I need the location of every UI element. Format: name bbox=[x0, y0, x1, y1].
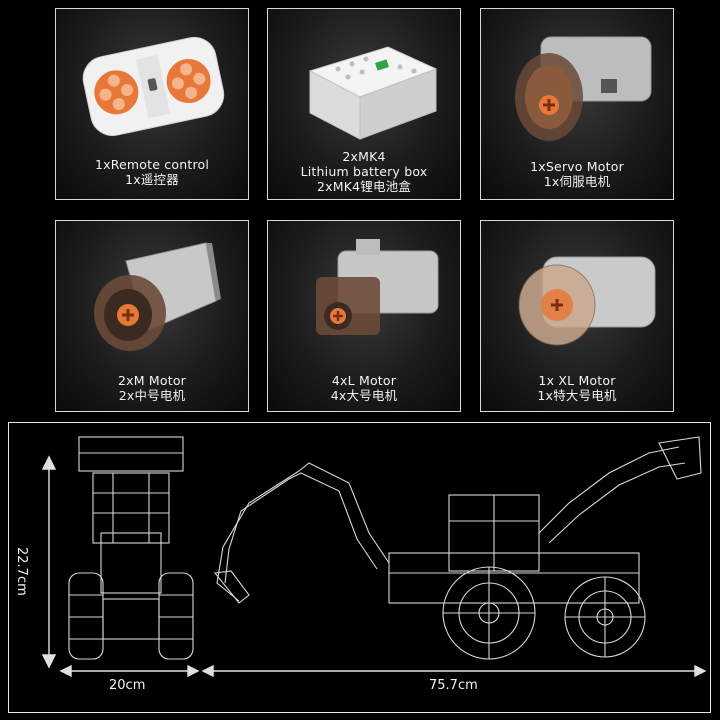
product-qty: 2xMK4 bbox=[342, 149, 386, 164]
product-name: Lithium battery box bbox=[300, 164, 428, 179]
product-card-l-motor: 4xL Motor 4x大号电机 bbox=[267, 220, 461, 412]
servo-motor-icon bbox=[515, 36, 652, 141]
product-card-remote: 1xRemote control 1x遥控器 bbox=[55, 8, 249, 200]
product-name: 1x XL Motor bbox=[538, 373, 616, 388]
product-name-cn: 1x特大号电机 bbox=[537, 388, 617, 403]
length-dimension-label: 75.7cm bbox=[429, 678, 478, 693]
product-name: 1xRemote control bbox=[94, 157, 210, 172]
front-view-drawing bbox=[68, 436, 194, 660]
height-dimension-label: 22.7cm bbox=[14, 547, 29, 596]
xl-motor-icon bbox=[518, 256, 656, 346]
remote-control-icon bbox=[82, 36, 225, 137]
product-name-cn: 1x伺服电机 bbox=[543, 174, 611, 189]
product-name: 2xM Motor bbox=[117, 373, 187, 388]
backhoe-loader-blueprint bbox=[41, 436, 707, 678]
front-width-dimension-label: 20cm bbox=[109, 678, 146, 693]
product-name-cn: 4x大号电机 bbox=[330, 388, 398, 403]
product-name-cn: 2x中号电机 bbox=[118, 388, 186, 403]
l-motor-icon bbox=[316, 239, 439, 335]
product-card-battery: 2xMK4 Lithium battery box 2xMK4锂电池盒 bbox=[267, 8, 461, 200]
side-view-drawing bbox=[213, 436, 702, 660]
m-motor-icon bbox=[94, 242, 221, 351]
product-name-cn: 1x遥控器 bbox=[125, 172, 179, 187]
product-card-servo: 1xServo Motor 1x伺服电机 bbox=[480, 8, 674, 200]
product-name: 4xL Motor bbox=[331, 373, 397, 388]
product-name-cn: 2xMK4锂电池盒 bbox=[316, 179, 412, 194]
product-name: 1xServo Motor bbox=[530, 159, 624, 174]
dimensions-panel: 22.7cm 20cm 75.7cm bbox=[8, 422, 711, 713]
product-card-xl-motor: 1x XL Motor 1x特大号电机 bbox=[480, 220, 674, 412]
battery-box-icon bbox=[308, 46, 438, 140]
product-card-m-motor: 2xM Motor 2x中号电机 bbox=[55, 220, 249, 412]
